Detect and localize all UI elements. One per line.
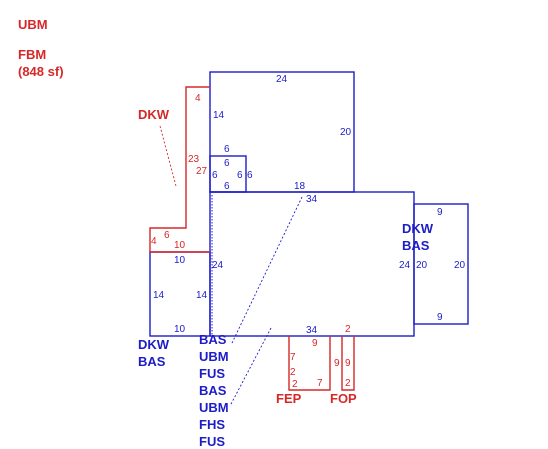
dim-fop-2-bottom: 2	[345, 378, 351, 389]
dim-left-14-right: 14	[196, 290, 208, 301]
dim-deck-strip-27: 27	[196, 166, 208, 177]
deck-outline	[149, 86, 210, 253]
dim-main-34-top: 34	[306, 194, 318, 205]
dkw-leader-line	[159, 125, 177, 187]
dim-top-right-height: 20	[340, 127, 352, 138]
bas-left-label: BAS	[138, 354, 166, 369]
dim-right-20-outer: 20	[454, 260, 466, 271]
dim-deck-6: 6	[164, 230, 170, 241]
dim-main-34-bottom: 34	[306, 325, 318, 336]
center-label-ubm-2: UBM	[199, 400, 229, 415]
ubm-header-label: UBM	[18, 17, 48, 32]
center-label-fus-1: FUS	[199, 366, 225, 381]
dkw-right-label: DKW	[402, 221, 434, 236]
dim-deck-strip-23: 23	[188, 154, 200, 165]
fbm-header-label: FBM	[18, 47, 46, 62]
dim-fep-7-left: 7	[290, 352, 296, 363]
dim-inner-6-e: 6	[247, 170, 253, 181]
upper-wing-outline	[209, 71, 355, 193]
dim-inner-6-b: 6	[224, 158, 230, 169]
dim-right-9-bottom: 9	[437, 312, 443, 323]
dim-deck-4: 4	[151, 236, 157, 247]
dim-fep-7-bottom: 7	[317, 378, 323, 389]
dim-inner-6-a: 6	[224, 144, 230, 155]
bas-right-label: BAS	[402, 238, 430, 253]
dim-fop-2-top: 2	[345, 324, 351, 335]
center-label-bas-1: BAS	[199, 332, 227, 347]
dim-left-10-bottom: 10	[174, 324, 186, 335]
center-label-ubm-1: UBM	[199, 349, 229, 364]
dim-fep-9: 9	[312, 338, 318, 349]
center-label-bas-2: BAS	[199, 383, 227, 398]
dim-right-20-inner: 20	[416, 260, 428, 271]
dim-fep-2-bottom: 2	[292, 379, 298, 390]
dim-fep-2-left: 2	[290, 367, 296, 378]
center-label-fhs: FHS	[199, 417, 225, 432]
dkw-top-label: DKW	[138, 107, 170, 122]
dim-fop-9-a: 9	[334, 358, 340, 369]
dim-inner-6-d: 6	[237, 170, 243, 181]
dim-main-18: 18	[294, 181, 306, 192]
fop-label: FOP	[330, 391, 357, 406]
dim-deck-strip-top: 4	[195, 93, 201, 104]
dim-right-9-top: 9	[437, 207, 443, 218]
center-label-fus-2: FUS	[199, 434, 225, 449]
dim-left-14-left: 14	[153, 290, 165, 301]
main-house-outline	[209, 191, 415, 337]
dim-fop-9-b: 9	[345, 358, 351, 369]
dim-main-24: 24	[212, 260, 224, 271]
fop-outline	[341, 336, 355, 391]
dim-top-width: 24	[276, 74, 288, 85]
fhs-leader-line	[229, 327, 272, 407]
fbm-area-label: (848 sf)	[18, 64, 64, 79]
dkw-left-label: DKW	[138, 337, 170, 352]
fep-outline	[288, 336, 331, 391]
fep-label: FEP	[276, 391, 302, 406]
dim-deck-10: 10	[174, 240, 186, 251]
bas-leader-line	[231, 196, 303, 344]
dim-inner-6-c: 6	[212, 170, 218, 181]
dim-inner-6-f: 6	[224, 181, 230, 192]
dim-left-10-top: 10	[174, 255, 186, 266]
right-wing-outline	[413, 203, 469, 325]
dim-top-left-height: 14	[213, 110, 225, 121]
dim-right-24: 24	[399, 260, 411, 271]
